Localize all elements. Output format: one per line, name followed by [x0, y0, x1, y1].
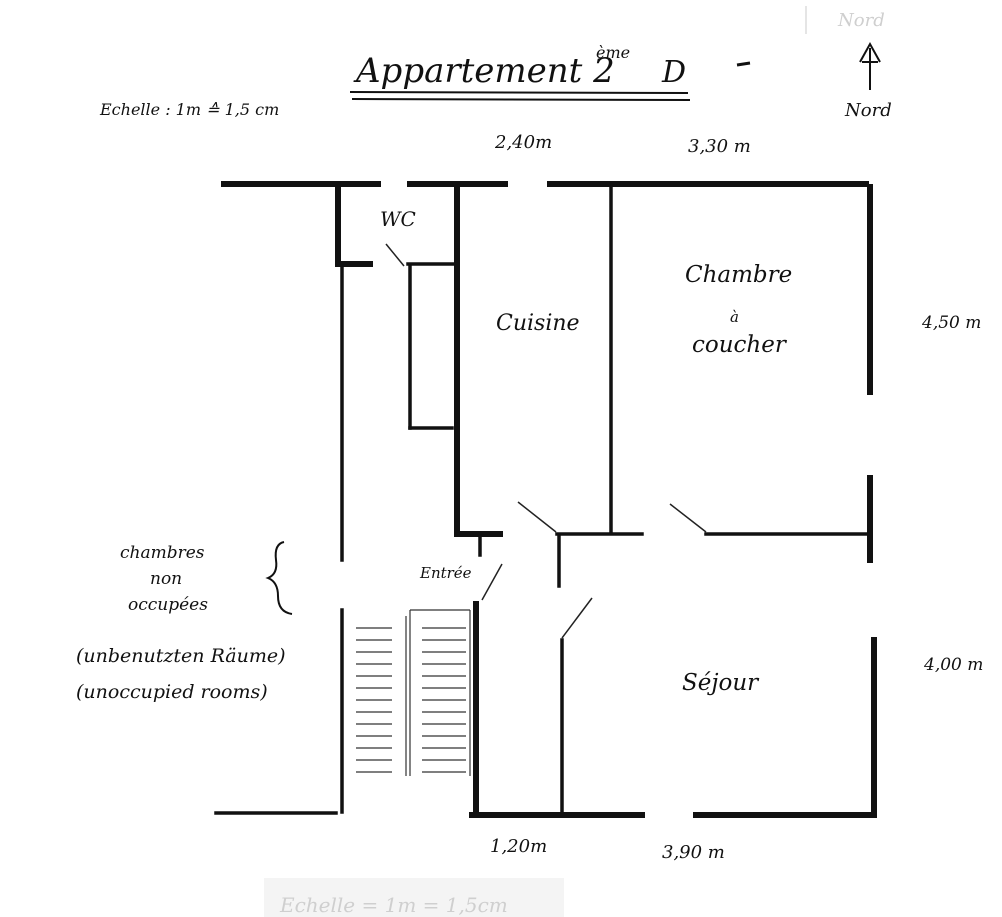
title-suffix: D [661, 55, 686, 90]
title-superscript: ème [596, 43, 630, 62]
footer-watermark: Echelle = 1m = 1,5cm [264, 878, 564, 917]
stairs [356, 609, 471, 776]
north-label: Nord [844, 100, 892, 121]
north-faint-label: Nord [837, 10, 885, 31]
walls [214, 181, 877, 818]
dimension-top-right: 3,30 m [688, 136, 751, 157]
note-english: (unoccupied rooms) [76, 681, 268, 703]
north-arrow-icon [859, 41, 881, 90]
title-block: Appartement 2 ème D [349, 43, 751, 101]
note-german: (unbenutzten Räume) [76, 645, 286, 667]
room-label-cuisine: Cuisine [496, 311, 580, 336]
room-label-coucher: coucher [692, 332, 788, 358]
note-line-non: non [150, 569, 182, 589]
room-label-wc: WC [380, 207, 416, 231]
room-label-chambre-a: à [730, 308, 739, 326]
scale-label: Echelle : 1m ≙ 1,5 cm [99, 100, 279, 119]
dimension-right-lower: 4,00 m [923, 655, 983, 675]
room-label-sejour: Séjour [682, 670, 760, 696]
dimension-bottom-right: 3,90 m [662, 842, 725, 863]
note-line-chambres: chambres [120, 543, 205, 563]
page-title: Appartement 2 [353, 51, 615, 91]
dimension-top-left: 2,40m [494, 132, 552, 153]
unoccupied-rooms-note: chambres non occupées (unbenutzten Räume… [76, 541, 293, 703]
footer-faint-scale: Echelle = 1m = 1,5cm [279, 893, 508, 917]
room-label-chambre: Chambre [685, 262, 792, 288]
dimension-bottom-left: 1,20m [490, 836, 547, 857]
room-label-entree: Entrée [419, 564, 472, 582]
dimension-right-upper: 4,50 m [921, 313, 981, 333]
note-line-occupees: occupées [128, 595, 208, 615]
door-swings [385, 243, 707, 639]
